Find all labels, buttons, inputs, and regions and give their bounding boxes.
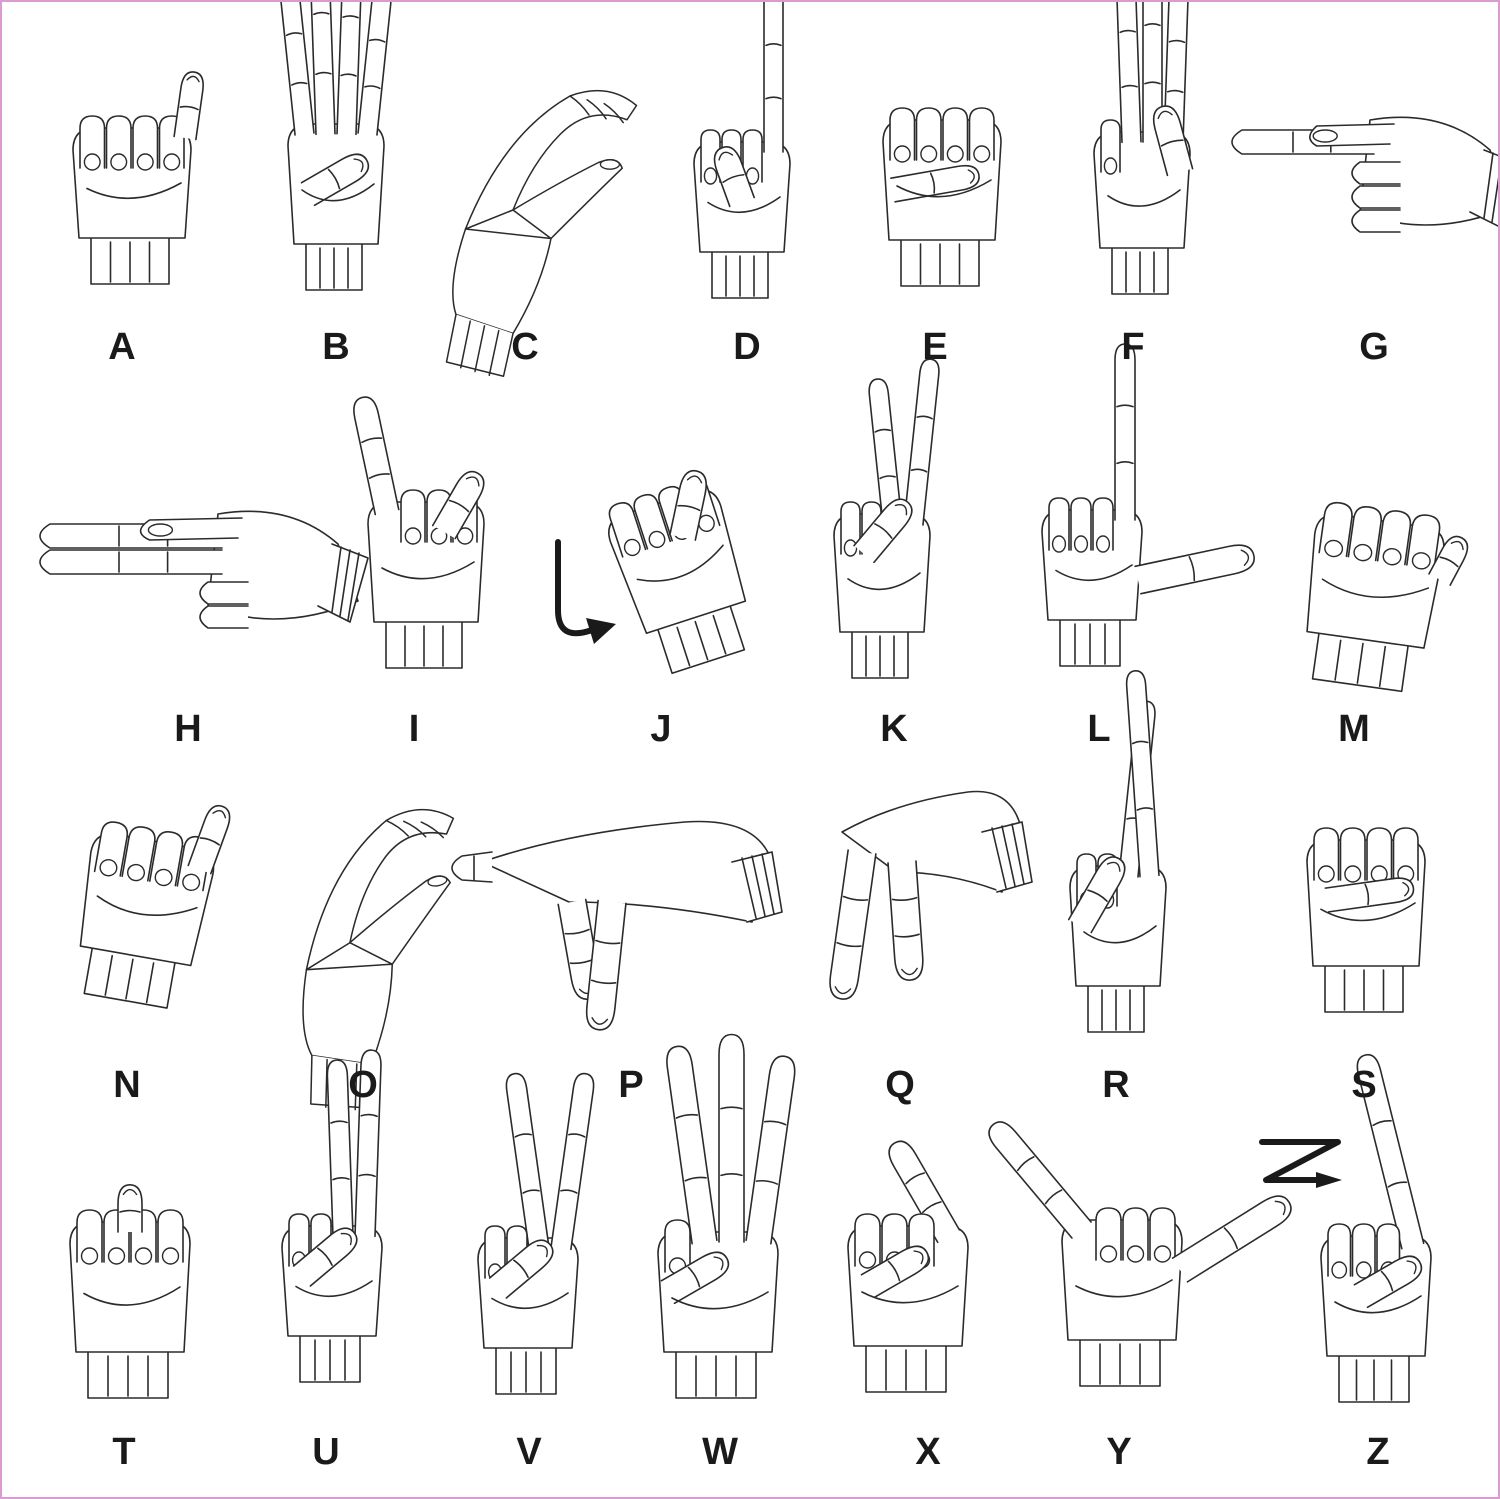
hand-sign-x — [847, 1140, 969, 1393]
hand-sign-z — [1320, 1053, 1432, 1403]
letter-label-e: E — [922, 326, 948, 368]
letter-label-q: Q — [885, 1064, 915, 1106]
hand-sign-n — [79, 804, 231, 1009]
letter-label-b: B — [322, 326, 350, 368]
letter-label-j: J — [650, 708, 672, 750]
letter-label-o: O — [348, 1064, 378, 1106]
hand-sign-c — [445, 89, 638, 378]
j-motion-arrow-icon — [555, 539, 616, 644]
hand-sign-b — [279, 2, 392, 291]
hand-sign-u — [281, 1049, 383, 1383]
hand-sign-g — [1231, 116, 1498, 233]
hand-sign-m — [1306, 501, 1469, 693]
hand-sign-t — [69, 1184, 191, 1399]
letter-label-l: L — [1087, 708, 1111, 750]
hand-sign-p — [451, 820, 783, 1031]
letter-label-w: W — [702, 1431, 738, 1473]
letter-label-z: Z — [1366, 1431, 1390, 1473]
letter-label-x: X — [915, 1431, 941, 1473]
hand-sign-d — [693, 2, 791, 299]
hand-sign-y — [988, 1121, 1292, 1387]
letter-label-c: C — [511, 326, 539, 368]
letter-label-d: D — [733, 326, 761, 368]
letter-label-s: S — [1351, 1064, 1377, 1106]
letter-label-p: P — [618, 1064, 644, 1106]
letter-label-n: N — [113, 1064, 141, 1106]
hand-sign-e — [882, 107, 1002, 287]
hand-sign-r — [1067, 670, 1167, 1033]
hand-sign-q — [829, 790, 1033, 1000]
hand-sign-s — [1306, 827, 1426, 1013]
hand-sign-v — [477, 1072, 595, 1395]
z-motion-arrow-icon — [1259, 1139, 1342, 1188]
letter-label-t: T — [112, 1431, 136, 1473]
hand-sign-a — [72, 71, 204, 285]
hand-sign-f — [1093, 2, 1194, 295]
letter-label-i: I — [408, 708, 420, 750]
letter-label-f: F — [1121, 326, 1145, 368]
letter-label-k: K — [880, 708, 908, 750]
letter-label-u: U — [312, 1431, 340, 1473]
letter-label-y: Y — [1106, 1431, 1132, 1473]
hand-sign-j — [608, 469, 747, 675]
hand-sign-h — [39, 510, 369, 629]
hand-sign-i — [353, 396, 485, 669]
letter-label-h: H — [174, 708, 202, 750]
hand-sign-l — [1041, 343, 1255, 667]
letter-label-m: M — [1338, 708, 1370, 750]
letter-label-g: G — [1359, 326, 1389, 368]
letter-label-v: V — [516, 1431, 542, 1473]
letter-label-a: A — [108, 326, 136, 368]
letter-label-r: R — [1102, 1064, 1130, 1106]
hand-sign-k — [833, 358, 940, 679]
hand-sign-w — [657, 1033, 796, 1399]
